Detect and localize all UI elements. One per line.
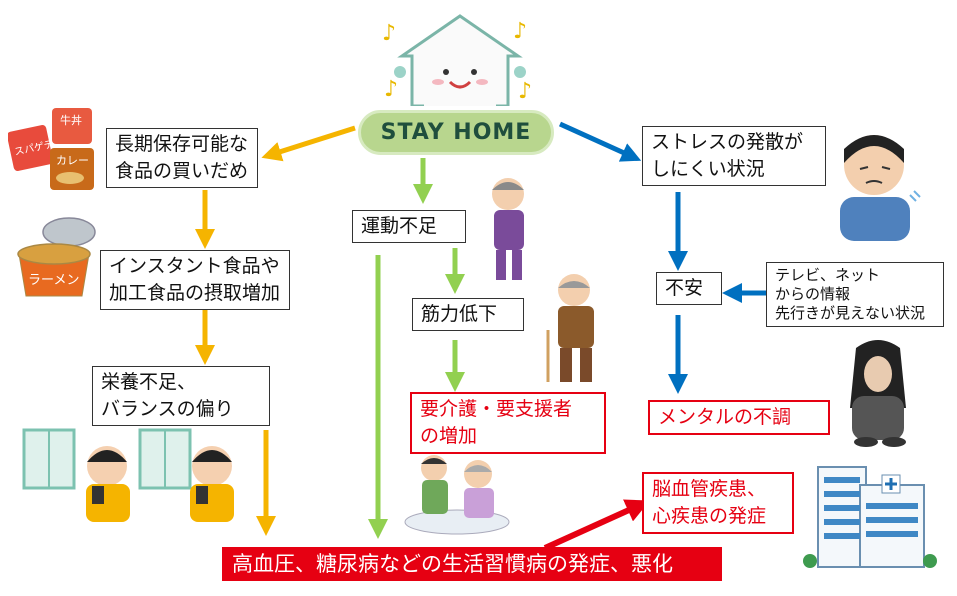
music-note-icon: ♪	[382, 21, 396, 46]
box-anxiety: 不安	[656, 272, 722, 305]
caregiver-illustration	[404, 455, 510, 535]
house-mascot-illustration: ♪ ♪ ♪ ♪	[382, 14, 532, 106]
box-nutrition-line-2: バランスの偏り	[101, 398, 234, 420]
arrow-lifestyle-to-brain	[543, 499, 650, 551]
box-media-info-line-3: 先行きが見えない状況	[775, 304, 926, 322]
box-instant-food: インスタント食品や 加工食品の摂取増加	[100, 250, 290, 310]
box-care-increase-line-2: の増加	[420, 425, 478, 447]
box-stress: ストレスの発散が しにくい状況	[642, 126, 826, 186]
box-stockpile-line-1: 長期保存可能な	[115, 133, 249, 155]
svg-text:牛丼: 牛丼	[60, 113, 82, 127]
box-exercise: 運動不足	[352, 210, 466, 243]
box-muscle: 筋力低下	[412, 298, 524, 331]
music-note-icon: ♪	[384, 77, 398, 102]
box-stockpile-line-2: 食品の買いだめ	[115, 160, 249, 182]
box-brain-heart-line-2: 心疾患の発症	[652, 505, 767, 527]
svg-text:カレー: カレー	[56, 154, 89, 167]
box-stress-line-1: ストレスの発散が	[651, 131, 804, 153]
box-nutrition-line-1: 栄養不足、	[101, 371, 197, 393]
elderly-walking-illustration	[492, 178, 524, 280]
stay-home-label: STAY HOME	[358, 110, 554, 155]
depressed-woman-illustration	[850, 340, 906, 447]
box-stress-line-2: しにくい状況	[651, 158, 765, 180]
box-brain-heart-line-1: 脳血管疾患、	[652, 478, 767, 500]
food-packages-illustration: スパゲティ 牛丼 カレー	[8, 108, 94, 190]
music-note-icon: ♪	[518, 79, 532, 104]
lifestyle-disease-banner: 高血圧、糖尿病などの生活習慣病の発症、悪化	[222, 547, 722, 581]
elderly-cane-illustration	[546, 274, 594, 382]
box-nutrition: 栄養不足、 バランスの偏り	[92, 366, 270, 426]
box-care-increase-line-1: 要介護・要支援者	[420, 398, 573, 420]
arrow-stayhome-to-stress	[558, 121, 642, 162]
children-phone-illustration	[22, 428, 234, 522]
box-instant-food-line-2: 加工食品の摂取増加	[109, 282, 281, 304]
box-instant-food-line-1: インスタント食品や	[109, 255, 280, 277]
music-note-icon: ♪	[513, 19, 527, 44]
box-mental: メンタルの不調	[648, 400, 830, 435]
stressed-man-illustration	[840, 135, 921, 241]
box-media-info-line-1: テレビ、ネット	[775, 266, 881, 284]
box-media-info-line-2: からの情報	[775, 285, 851, 303]
hospital-illustration	[803, 466, 937, 568]
box-stockpile: 長期保存可能な 食品の買いだめ	[106, 128, 258, 188]
instant-ramen-illustration: ラーメン	[17, 217, 96, 297]
box-brain-heart: 脳血管疾患、 心疾患の発症	[642, 472, 794, 534]
svg-text:ラーメン: ラーメン	[28, 273, 79, 288]
box-care-increase: 要介護・要支援者 の増加	[410, 392, 606, 454]
box-media-info: テレビ、ネット からの情報 先行きが見えない状況	[766, 262, 944, 327]
arrow-stayhome-to-stockpile	[261, 125, 356, 162]
